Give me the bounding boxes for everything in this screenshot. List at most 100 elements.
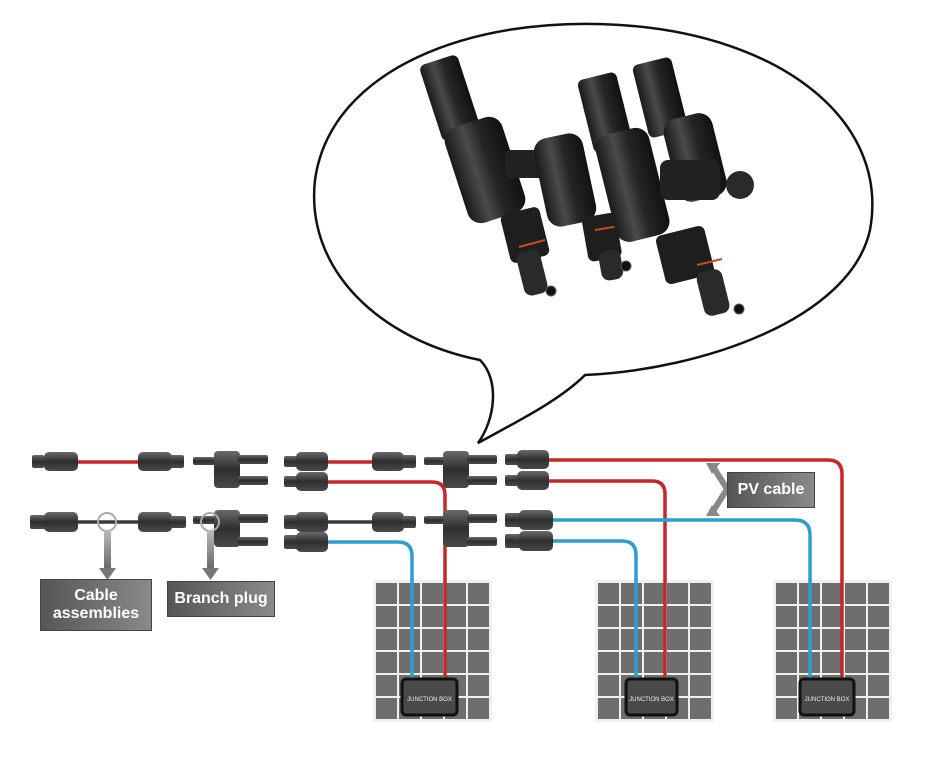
panel-cell [667, 583, 688, 604]
panel-cell [621, 629, 642, 650]
panel-cell [468, 652, 489, 673]
panel-cell [667, 606, 688, 627]
mc4-connector [44, 452, 78, 471]
panel-cell [598, 652, 619, 673]
junction-box-label: JUNCTION BOX [805, 697, 850, 703]
panel-cell [690, 675, 711, 696]
panel-cell [621, 606, 642, 627]
panel-cell [399, 652, 420, 673]
panel-cell [644, 606, 665, 627]
junction-box-label: JUNCTION BOX [629, 697, 674, 703]
panel-cell [868, 606, 889, 627]
panel-cell [598, 606, 619, 627]
panel-cell [868, 629, 889, 650]
panel-cell [422, 629, 443, 650]
mc4-connector [170, 455, 184, 468]
junction-box [798, 677, 856, 717]
panel-cell [468, 606, 489, 627]
solar-panel-1: JUNCTION BOX [373, 579, 492, 722]
cable-blue-3 [553, 539, 638, 690]
panel-cell [399, 606, 420, 627]
panel-cell [868, 652, 889, 673]
panel-cell [468, 675, 489, 696]
panel-cell [598, 583, 619, 604]
panel-cell [468, 629, 489, 650]
panel-cell [376, 698, 397, 719]
panel-cell [445, 629, 466, 650]
branch-plug [238, 476, 268, 485]
panel-cell [445, 583, 466, 604]
branch-connector-photo [420, 55, 754, 316]
cables [78, 458, 844, 690]
solar-panels: JUNCTION BOX JUNCTION BOX JUNCTION BOX [373, 579, 892, 722]
solar-panel-2: JUNCTION BOX [595, 579, 714, 722]
mc4-connector [30, 515, 46, 529]
panel-cell [776, 606, 797, 627]
panel-cell [845, 606, 866, 627]
panel-cell [845, 629, 866, 650]
branch-plug [238, 514, 268, 523]
branch-plug [193, 457, 215, 465]
panel-cell [776, 675, 797, 696]
panel-cell [690, 698, 711, 719]
panel-cell [822, 606, 843, 627]
mc4-connector [170, 516, 186, 528]
panel-cell [598, 698, 619, 719]
panel-cell [621, 652, 642, 673]
panel-cell [690, 652, 711, 673]
panel-cell [422, 606, 443, 627]
panel-cell [399, 583, 420, 604]
panel-cell [644, 583, 665, 604]
solar-panel-3: JUNCTION BOX [773, 579, 892, 722]
arrow-down-icon [99, 568, 116, 580]
mc4-connector [44, 512, 78, 532]
panel-cell [598, 675, 619, 696]
y-connector-right [577, 57, 754, 316]
panel-cell [376, 652, 397, 673]
panel-cell [468, 583, 489, 604]
panel-cell [468, 698, 489, 719]
branch-plug [214, 510, 240, 547]
branch-plug [238, 537, 268, 546]
panel-cell [868, 698, 889, 719]
mc4-connector [138, 452, 172, 471]
panel-cell [690, 629, 711, 650]
panel-cell [667, 652, 688, 673]
cable-red-3 [548, 458, 844, 690]
label-cable-assemblies-text: Cable assemblies [52, 587, 140, 622]
label-cable-assemblies: Cable assemblies [40, 579, 152, 631]
panel-cell [845, 652, 866, 673]
panel-cell [376, 675, 397, 696]
panel-cell [445, 652, 466, 673]
label-pv-cable: PV cable [727, 472, 815, 508]
panel-cell [776, 583, 797, 604]
panel-cell [776, 652, 797, 673]
cable-red-4 [548, 479, 667, 690]
panel-cell [621, 583, 642, 604]
panel-cell [690, 606, 711, 627]
panel-cell [376, 629, 397, 650]
panel-cell [422, 652, 443, 673]
panel-cell [422, 583, 443, 604]
panel-cell [822, 629, 843, 650]
mc4-connector [138, 512, 172, 532]
junction-box-label: JUNCTION BOX [407, 697, 452, 703]
junction-box [400, 677, 459, 717]
panel-cell [399, 629, 420, 650]
panel-cell [644, 629, 665, 650]
mc4-connector [32, 455, 44, 468]
panel-cell [822, 652, 843, 673]
branch-plug [193, 516, 215, 524]
branch-plug [238, 455, 268, 464]
label-pv-cable-text: PV cable [737, 481, 805, 499]
branch-plug [214, 451, 240, 488]
label-branch-plug: Branch plug [167, 581, 275, 617]
arrow-down-icon [202, 568, 219, 580]
panel-cell [690, 583, 711, 604]
panel-cell [667, 629, 688, 650]
panel-cell [644, 652, 665, 673]
panel-cell [822, 583, 843, 604]
cable-blue-1 [328, 540, 414, 690]
